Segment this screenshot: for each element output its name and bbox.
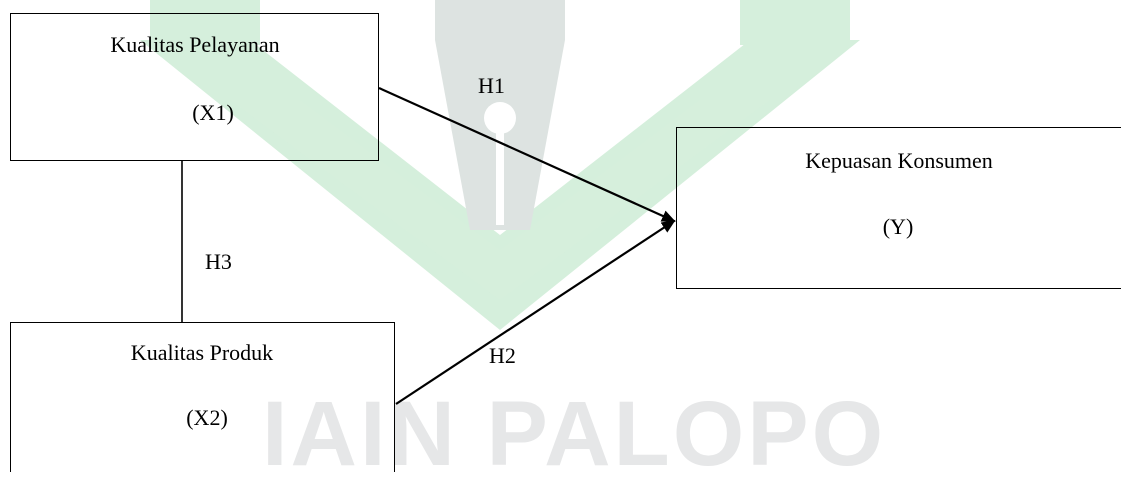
node-x2-name: Kualitas Produk <box>130 340 274 365</box>
watermark-logo <box>140 0 860 330</box>
edge-h2-arrow <box>395 219 676 405</box>
watermark-pen-slit <box>496 130 504 225</box>
node-y-code: (Y) <box>882 214 914 239</box>
node-kualitas-pelayanan <box>10 13 379 161</box>
node-x1-name: Kualitas Pelayanan <box>110 32 280 57</box>
watermark-chevron-lower <box>230 100 770 300</box>
watermark-square-right <box>740 0 850 45</box>
node-kepuasan-konsumen <box>676 127 1121 289</box>
hypothesis-h2-label: H2 <box>489 343 516 368</box>
node-y-name: Kepuasan Konsumen <box>805 148 993 173</box>
diagram-connectors <box>181 86 676 405</box>
hypothesis-h1-label: H1 <box>478 73 505 98</box>
research-framework-diagram: IAIN PALOPO Kualitas Pelayanan (X1) Kual… <box>10 0 1121 480</box>
watermark-text: IAIN PALOPO <box>262 383 887 485</box>
node-x2-code: (X2) <box>186 405 228 430</box>
node-kualitas-produk <box>10 322 395 472</box>
watermark-pen-hole <box>484 102 516 134</box>
watermark-chevron <box>140 40 860 330</box>
hypothesis-h3-label: H3 <box>205 249 232 274</box>
watermark-square-left <box>150 0 260 45</box>
edge-h1-arrow <box>378 86 676 223</box>
node-x1-code: (X1) <box>192 100 234 125</box>
